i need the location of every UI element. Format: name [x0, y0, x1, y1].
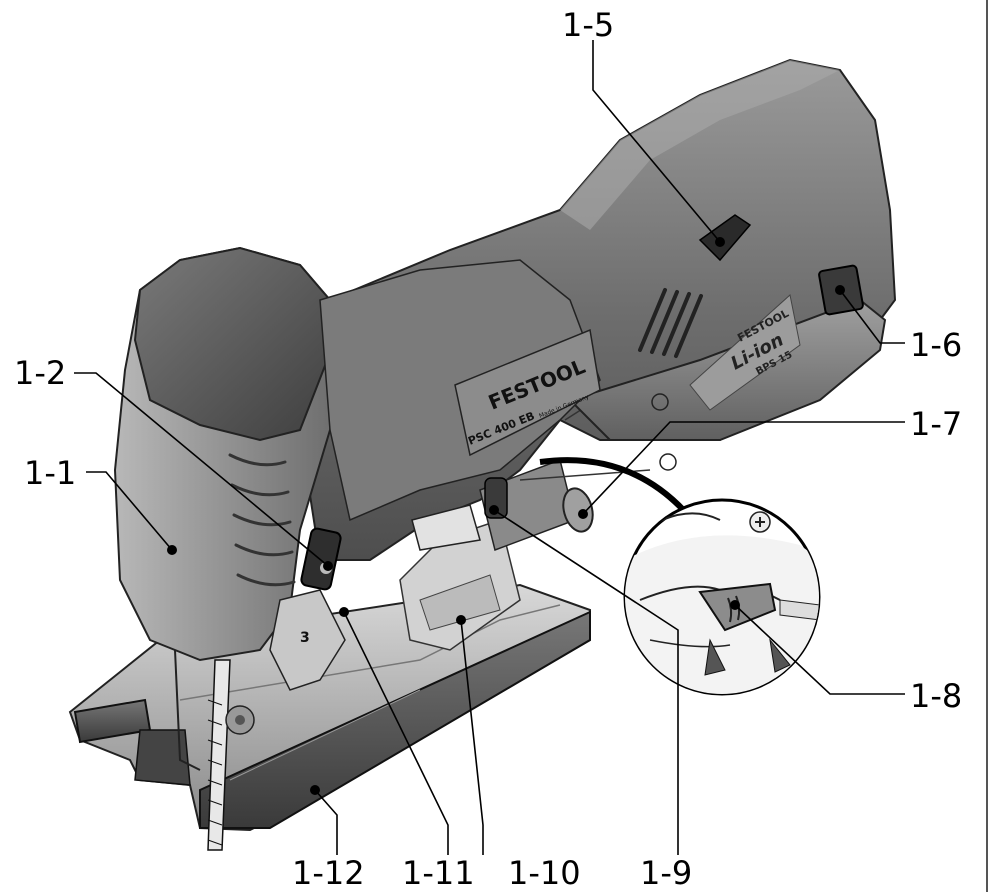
callout-1-10: 1-10	[508, 854, 581, 892]
callout-1-12: 1-12	[292, 854, 365, 892]
callout-1-6: 1-6	[910, 326, 962, 364]
callout-1-1: 1-1	[24, 454, 76, 492]
leader-dots	[167, 237, 845, 795]
callout-1-5: 1-5	[562, 6, 614, 44]
callout-1-9: 1-9	[640, 854, 692, 892]
housing-neck: FESTOOL PSC 400 EB Made in Germany	[319, 259, 601, 522]
front-grip	[113, 246, 347, 662]
callout-1-11: 1-11	[402, 854, 475, 892]
blade-assembly: 3	[174, 589, 346, 851]
zoom-detail	[539, 457, 821, 696]
leader-lines	[74, 40, 905, 855]
stroke-scale-label: 3	[300, 630, 310, 646]
speed-dial[interactable]	[698, 214, 752, 262]
page-edge-rule	[986, 0, 988, 892]
battery-pack: FESTOOL Li-ion BPS 15	[568, 264, 887, 471]
callout-1-2: 1-2	[14, 354, 66, 392]
callout-1-7: 1-7	[910, 405, 962, 443]
vent-slots	[638, 288, 703, 358]
callout-1-8: 1-8	[910, 677, 962, 715]
pendulum-switch[interactable]	[300, 527, 342, 591]
